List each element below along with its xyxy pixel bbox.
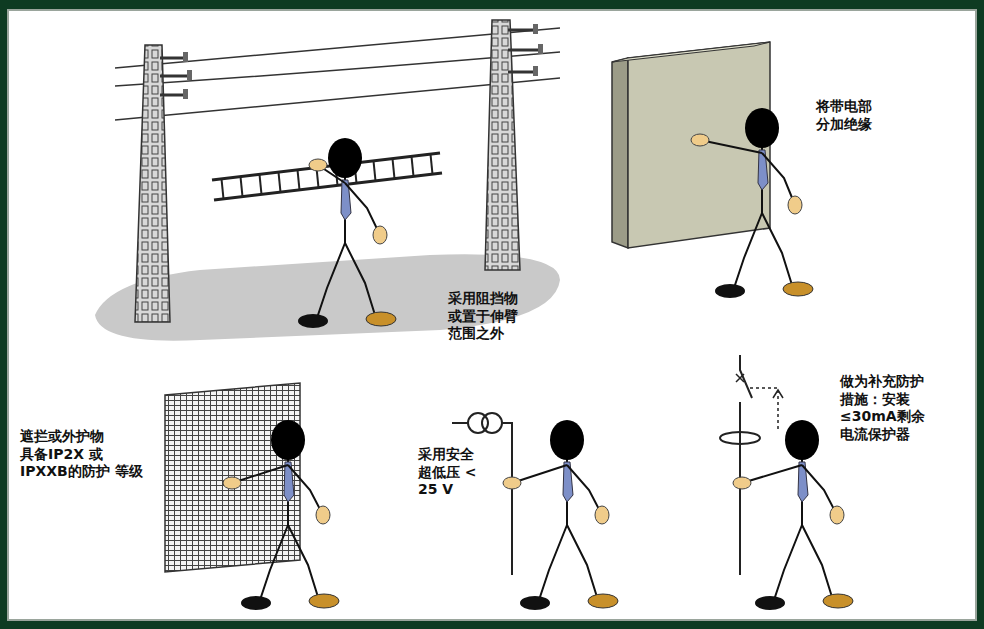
ladder xyxy=(212,153,442,200)
panel xyxy=(8,10,976,620)
transformer-symbol xyxy=(452,413,512,575)
person-figure xyxy=(298,138,396,328)
insulating-wall xyxy=(612,42,770,248)
pylon xyxy=(485,20,543,270)
pylon xyxy=(135,45,192,322)
person-figure xyxy=(223,420,339,610)
note-label: 遮拦或外护物 具备IP2X 或 IPXXB的防护 等级 xyxy=(20,428,155,481)
person-figure xyxy=(733,420,853,610)
note-label: 采用阻挡物 或置于伸臂 范围之外 xyxy=(448,290,538,343)
person-figure xyxy=(503,420,618,610)
note-label: 做为补充防护 措施：安装 ≤30mA剩余 电流保护器 xyxy=(840,373,955,443)
rcd-symbol xyxy=(720,355,783,575)
note-label: 将带电部 分加绝缘 xyxy=(816,98,896,133)
person-figure xyxy=(691,108,813,298)
note-label: 采用安全 超低压 < 25 V xyxy=(418,446,486,499)
